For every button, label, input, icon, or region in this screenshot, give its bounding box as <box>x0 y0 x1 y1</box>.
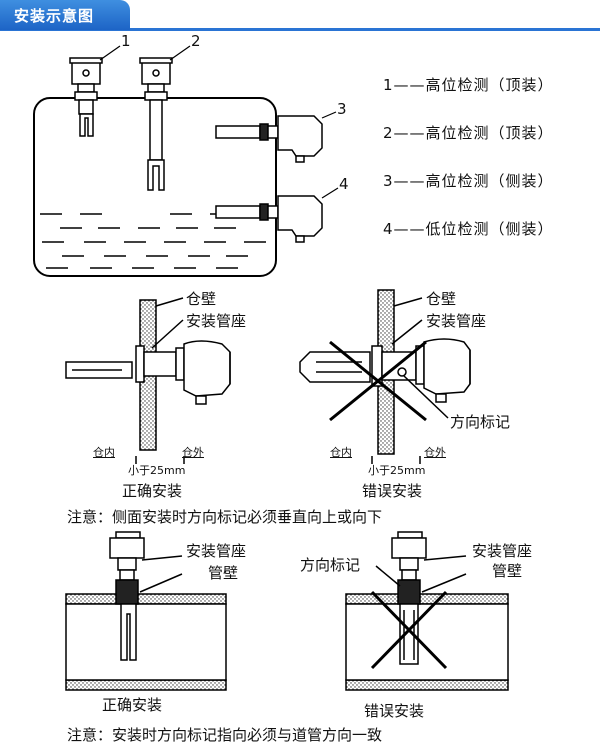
wall-label-pipe-correct: 管壁 <box>208 564 239 582</box>
inside-label-wrong: 仓内 <box>330 446 352 459</box>
section-header: 安装示意图 <box>0 0 600 34</box>
wrong-caption-pipe: 错误安装 <box>364 702 425 720</box>
legend-item-3: 3——高位检测（侧装） <box>383 172 554 190</box>
callout-1: 1 <box>121 32 131 50</box>
direction-mark-label-pipe: 方向标记 <box>300 556 361 574</box>
pipe-mount-note: 注意：安装时方向标记指向必须与道管方向一致 <box>67 726 383 744</box>
sensor-2 <box>139 57 173 191</box>
outside-label-correct: 仓外 <box>182 446 204 459</box>
seat-label-correct: 安装管座 <box>186 312 247 330</box>
section-title: 安装示意图 <box>14 7 95 25</box>
wrong-caption-side: 错误安装 <box>362 482 423 500</box>
wall-label-wrong: 仓壁 <box>426 290 457 308</box>
sensor-3 <box>215 115 323 163</box>
wall-label-correct: 仓壁 <box>186 290 217 308</box>
side-mount-wrong <box>299 289 471 464</box>
inside-label-correct: 仓内 <box>93 446 115 459</box>
callout-4: 4 <box>339 175 349 193</box>
legend-item-1: 1——高位检测（顶装） <box>383 76 554 94</box>
outside-label-wrong: 仓外 <box>424 446 446 459</box>
seat-label-pipe-wrong: 安装管座 <box>472 542 533 560</box>
pipe-mount-wrong <box>345 531 509 691</box>
side-mount-note: 注意：侧面安装时方向标记必须垂直向上或向下 <box>67 508 383 526</box>
pipe-mount-correct <box>65 531 227 691</box>
direction-mark-label-side: 方向标记 <box>450 413 511 431</box>
dimension-label-correct: 小于25mm <box>128 464 186 477</box>
seat-label-wrong: 安装管座 <box>426 312 487 330</box>
callout-3: 3 <box>337 100 347 118</box>
seat-label-pipe-correct: 安装管座 <box>186 542 247 560</box>
legend-item-4: 4——低位检测（侧装） <box>383 220 554 238</box>
sensor-1 <box>69 57 103 137</box>
wall-label-pipe-wrong: 管壁 <box>492 562 523 580</box>
header-tab <box>0 0 130 30</box>
dimension-label-wrong: 小于25mm <box>368 464 426 477</box>
callout-2: 2 <box>191 32 201 50</box>
side-mount-correct <box>65 297 231 464</box>
tank <box>33 97 277 277</box>
sensor-4 <box>215 195 323 243</box>
header-underline <box>0 28 600 31</box>
legend-item-2: 2——高位检测（顶装） <box>383 124 554 142</box>
correct-caption-side: 正确安装 <box>122 482 183 500</box>
correct-caption-pipe: 正确安装 <box>102 696 163 714</box>
